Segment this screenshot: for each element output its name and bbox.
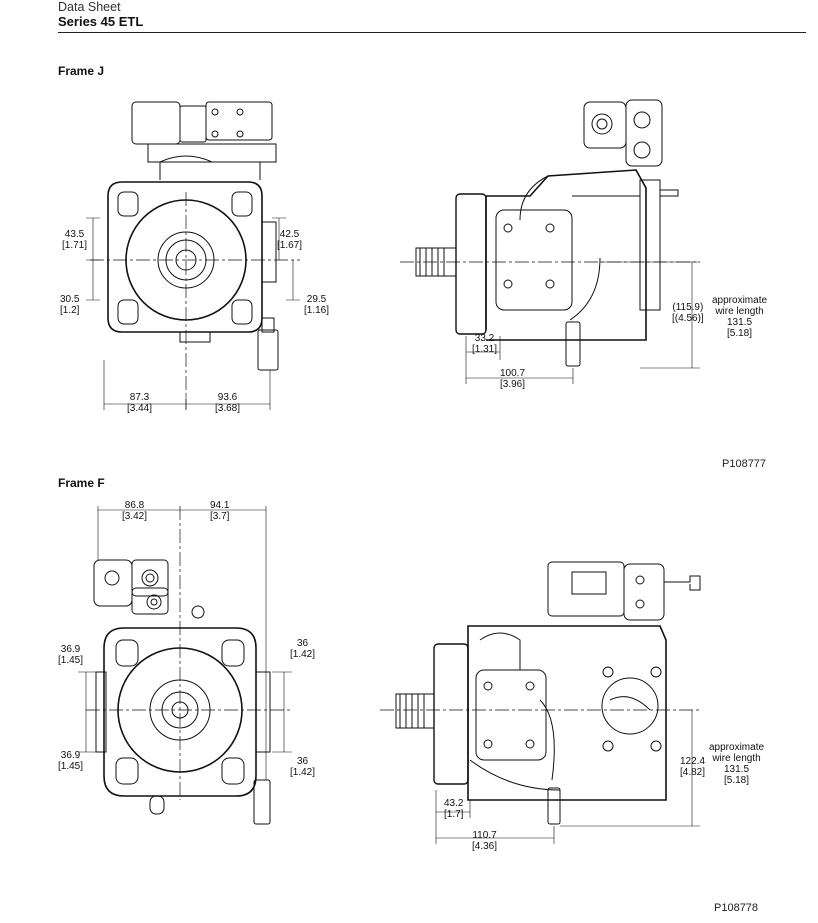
dim-in: [1.31] <box>472 344 498 355</box>
frame-f-label: Frame F <box>58 476 105 490</box>
dim-mm: 94.1 <box>210 500 230 511</box>
doc-type-label: Data Sheet <box>58 0 121 14</box>
frame-j-part-number: P108777 <box>722 458 767 470</box>
dim-in: [3.42] <box>122 511 148 522</box>
dim-mm: 100.7 <box>500 368 526 379</box>
dim-mm: 29.5 <box>306 294 327 305</box>
frame-f-dim-flange: 43.2 [1.7] <box>444 798 463 820</box>
dim-mm: 110.7 <box>472 830 497 841</box>
frame-f-front-drawing <box>78 506 292 825</box>
dim-mm: 93.6 <box>217 392 238 403</box>
frame-f-dim-top-right: 94.1 [3.7] <box>210 500 229 522</box>
dim-in: [3.44] <box>127 403 153 414</box>
frame-j-label: Frame J <box>58 64 105 78</box>
series-title: Series 45 ETL <box>58 14 144 29</box>
frame-f-dim-length: 110.7 [4.36] <box>472 830 497 852</box>
wire-note-line2: wire length <box>715 306 764 317</box>
frame-f-wire-note: approximate wire length 131.5 [5.18] <box>709 742 764 786</box>
dim-mm: 33.2 <box>474 333 495 344</box>
frame-f-dim-lower-right: 36 [1.42] <box>290 756 315 778</box>
frame-j-front-drawing <box>86 101 300 410</box>
frame-j-dim-flange: 33.2 [1.31] <box>472 333 497 355</box>
dim-in: [1.42] <box>290 649 316 660</box>
dim-in: [1.42] <box>290 767 316 778</box>
frame-j-wire-note: approximate wire length 131.5 [5.18] <box>712 295 767 339</box>
frame-f-part-number: P108778 <box>714 902 759 914</box>
frame-f-dim-top-left: 86.8 [3.42] <box>122 500 147 522</box>
dim-in: [3.7] <box>210 511 230 522</box>
dim-in: [4.36] <box>472 841 498 852</box>
frame-f-dim-height: 122.4 [4.82] <box>680 756 705 778</box>
wire-note-mm: 131.5 <box>727 317 753 328</box>
dim-mm: 36 <box>296 756 309 767</box>
dim-mm: 43.2 <box>444 798 464 809</box>
dim-mm: 30.5 <box>60 294 80 305</box>
dim-mm: 36 <box>296 638 309 649</box>
dim-in: [4.82] <box>680 767 706 778</box>
dim-mm: 43.5 <box>64 229 85 240</box>
dim-mm: 42.5 <box>279 229 300 240</box>
frame-j-dim-lower-right: 29.5 [1.16] <box>304 294 329 316</box>
frame-j-dim-bottom-left: 87.3 [3.44] <box>127 392 152 414</box>
wire-note-in: [5.18] <box>727 328 753 339</box>
frame-j-dim-lower-left: 30.5 [1.2] <box>60 294 79 316</box>
dim-in: [1.45] <box>58 761 84 772</box>
dim-mm: 87.3 <box>129 392 150 403</box>
frame-f-dim-upper-left: 36.9 [1.45] <box>58 644 83 666</box>
frame-j-dim-length: 100.7 [3.96] <box>500 368 525 390</box>
dim-mm: 36.9 <box>60 644 81 655</box>
wire-note-line1: approximate <box>709 742 765 753</box>
dim-in: [1.67] <box>277 240 303 251</box>
dim-in: [1.7] <box>444 809 464 820</box>
wire-note-mm: 131.5 <box>724 764 750 775</box>
dim-in: [(4.56)] <box>672 313 704 324</box>
wire-note-line1: approximate <box>712 295 768 306</box>
dim-mm: 122.4 <box>680 756 706 767</box>
dim-mm: 36.9 <box>60 750 81 761</box>
frame-j-side-drawing <box>400 99 700 384</box>
dim-in: [1.45] <box>58 655 84 666</box>
dim-mm: (115.9) <box>672 302 704 313</box>
dim-in: [1.16] <box>304 305 330 316</box>
wire-note-line2: wire length <box>712 753 761 764</box>
frame-j-dim-bottom-right: 93.6 [3.68] <box>215 392 240 414</box>
frame-j-dim-upper-right: 42.5 [1.67] <box>277 229 302 251</box>
frame-f-dim-upper-right: 36 [1.42] <box>290 638 315 660</box>
frame-j-dim-upper-left: 43.5 [1.71] <box>62 229 87 251</box>
frame-f-side-drawing <box>380 561 701 844</box>
header-rule <box>58 32 806 33</box>
frame-f-dim-lower-left: 36.9 [1.45] <box>58 750 83 772</box>
dim-mm: 86.8 <box>124 500 145 511</box>
dim-in: [3.96] <box>500 379 526 390</box>
dim-in: [1.71] <box>62 240 88 251</box>
dim-in: [1.2] <box>60 305 80 316</box>
wire-note-in: [5.18] <box>724 775 750 786</box>
dim-in: [3.68] <box>215 403 241 414</box>
frame-j-dim-height: (115.9) [(4.56)] <box>672 302 704 324</box>
